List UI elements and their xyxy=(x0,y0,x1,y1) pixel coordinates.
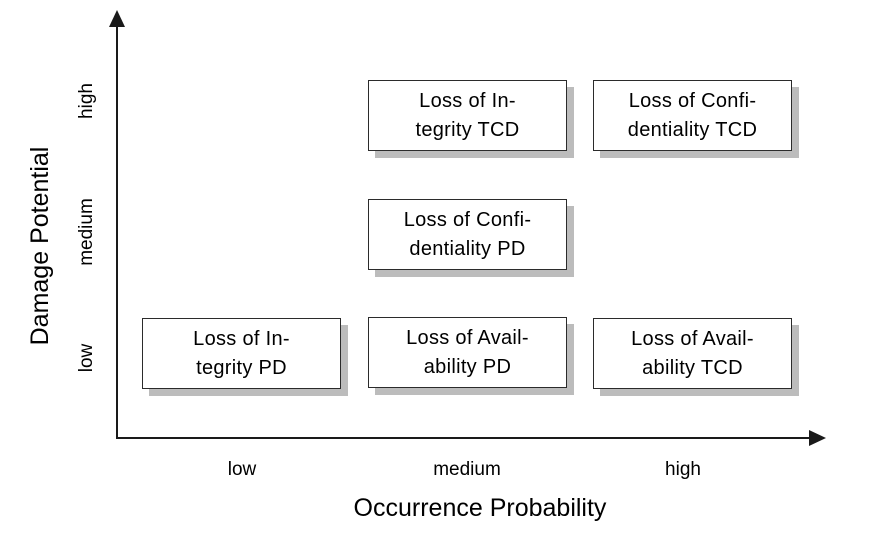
x-axis-arrowhead-icon xyxy=(809,430,826,446)
x-axis-line xyxy=(116,437,812,439)
y-tick-low: low xyxy=(76,343,97,373)
box-label-line: ability PD xyxy=(423,355,512,378)
matrix-box-loss-of-confidentiality-pd: Loss of Confi- dentiality PD xyxy=(368,199,567,270)
box-label-line: Loss of In- xyxy=(419,89,516,112)
x-tick-medium: medium xyxy=(433,459,501,480)
box-label-line: Loss of In- xyxy=(193,327,290,350)
box-label-line: tegrity PD xyxy=(196,356,287,379)
box-label-line: ability TCD xyxy=(642,356,743,379)
box-label-line: Loss of Confi- xyxy=(628,89,757,112)
y-tick-high: high xyxy=(76,83,97,119)
box-label-line: dentiality PD xyxy=(409,237,526,260)
box-label-line: tegrity TCD xyxy=(415,118,520,141)
y-axis-line xyxy=(116,20,118,438)
box-label-line: dentiality TCD xyxy=(627,118,758,141)
box-label-line: Loss of Avail- xyxy=(631,327,754,350)
x-tick-high: high xyxy=(665,459,701,480)
matrix-box-loss-of-availability-pd: Loss of Avail- ability PD xyxy=(368,317,567,388)
y-tick-medium: medium xyxy=(76,198,97,266)
matrix-box-loss-of-availability-tcd: Loss of Avail- ability TCD xyxy=(593,318,792,389)
y-axis-title: Damage Potential xyxy=(26,146,54,346)
x-axis-title: Occurrence Probability xyxy=(353,494,607,522)
y-axis-arrowhead-icon xyxy=(109,10,125,27)
box-label-line: Loss of Confi- xyxy=(403,208,532,231)
box-label-line: Loss of Avail- xyxy=(406,326,529,349)
x-tick-low: low xyxy=(227,459,257,480)
matrix-box-loss-of-confidentiality-tcd: Loss of Confi- dentiality TCD xyxy=(593,80,792,151)
matrix-box-loss-of-integrity-pd: Loss of In- tegrity PD xyxy=(142,318,341,389)
matrix-box-loss-of-integrity-tcd: Loss of In- tegrity TCD xyxy=(368,80,567,151)
